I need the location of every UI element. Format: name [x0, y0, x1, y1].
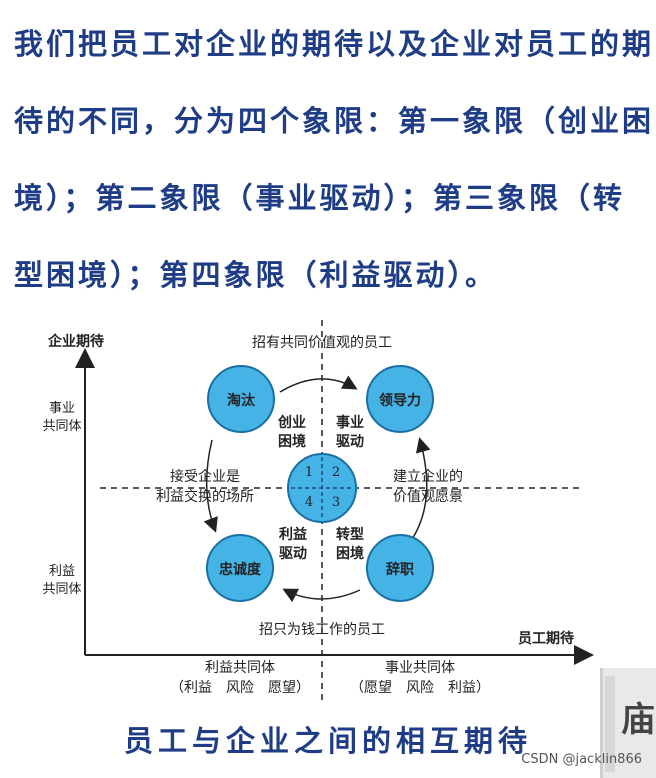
circle-bottom-right	[366, 534, 434, 602]
y-axis-label: 企业期待	[47, 333, 104, 350]
y-top-label-1: 事业	[49, 401, 75, 416]
bottom-right-axis-sub: （愿望 风险 利益）	[350, 680, 490, 696]
quadrant-1-label-2: 困境	[278, 433, 306, 450]
center-number-4: 4	[305, 495, 313, 510]
circle-bottom-right-label: 辞职	[386, 561, 414, 578]
circle-top-left	[207, 365, 275, 433]
center-number-3: 3	[332, 495, 340, 510]
bottom-left-axis-title: 利益共同体	[205, 660, 275, 676]
center-number-1: 1	[305, 465, 313, 480]
figure-caption: 员工与企业之间的相互期待	[123, 724, 532, 758]
arrow-left	[203, 439, 218, 533]
circle-bottom-left-label: 忠诚度	[219, 561, 262, 578]
bottom-right-axis-title: 事业共同体	[385, 660, 455, 676]
paragraph-line-3: 境）；第二象限（事业驱动）；第三象限（转	[14, 181, 626, 215]
quadrant-2-label-2: 驱动	[336, 433, 364, 450]
book-spine	[605, 676, 615, 772]
circle-top-right	[366, 365, 434, 433]
book-cover-thumbnail: 庙	[600, 668, 656, 778]
circle-top-left-label: 淘汰	[227, 392, 256, 409]
book-glyph: 庙	[621, 700, 655, 740]
paragraph-line-2: 待的不同，分为四个象限：第一象限（创业困	[14, 104, 655, 138]
paragraph-line-1: 我们把员工对企业的期待以及企业对员工的期	[14, 27, 655, 61]
left-text-1: 接受企业是	[170, 468, 240, 485]
quadrant-3-label-2: 困境	[336, 545, 364, 562]
y-bottom-label-2: 共同体	[42, 582, 81, 597]
left-text-2: 利益交换的场所	[156, 488, 254, 505]
circle-bottom-left	[206, 534, 274, 602]
circle-top-right-label: 领导力	[379, 392, 421, 409]
arrow-bottom	[282, 588, 361, 603]
intro-paragraph: 我们把员工对企业的期待以及企业对员工的期 待的不同，分为四个象限：第一象限（创业…	[14, 6, 654, 314]
right-text-1: 建立企业的	[393, 468, 463, 485]
bottom-text: 招只为钱工作的员工	[259, 622, 385, 638]
paragraph-line-4: 型困境）；第四象限（利益驱动）。	[14, 258, 498, 292]
arrow-right	[407, 437, 431, 546]
quadrant-1-label-1: 创业	[277, 414, 306, 431]
arrow-top	[279, 375, 358, 393]
y-top-label-2: 共同体	[42, 419, 81, 434]
y-bottom-label-1: 利益	[49, 564, 75, 579]
bottom-left-axis-sub: （利益 风险 愿望）	[170, 680, 310, 696]
quadrant-2-label-1: 事业	[336, 414, 364, 431]
quadrant-4-label-1: 利益	[279, 526, 307, 543]
watermark: CSDN @jacklin866	[521, 752, 642, 767]
quadrant-4-label-2: 驱动	[279, 545, 307, 562]
x-axis-label: 员工期待	[518, 630, 574, 647]
quadrant-3-label-1: 转型	[336, 526, 364, 543]
center-number-2: 2	[332, 465, 340, 480]
top-text: 招有共同价值观的员工	[252, 335, 392, 351]
right-text-2: 价值观愿景	[393, 489, 463, 505]
